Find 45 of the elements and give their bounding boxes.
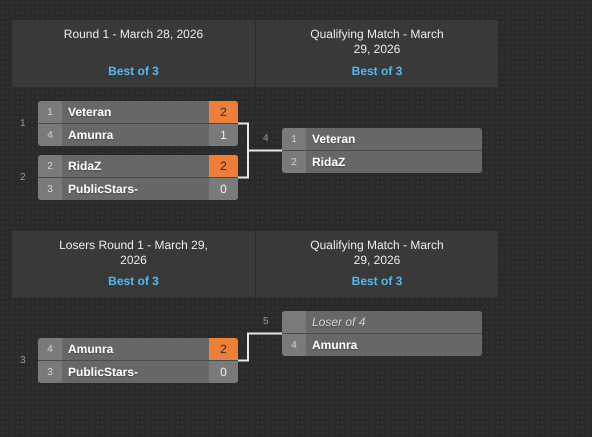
match-number: 3 bbox=[20, 355, 26, 367]
match-format: Best of 3 bbox=[108, 274, 159, 289]
seed-number: 1 bbox=[282, 128, 306, 150]
match-number: 5 bbox=[263, 316, 269, 328]
score: 0 bbox=[209, 178, 238, 200]
player-name: PublicStars- bbox=[62, 178, 209, 200]
seed-number: 4 bbox=[282, 334, 306, 356]
player-name: RidaZ bbox=[306, 151, 482, 173]
score: 2 bbox=[209, 338, 238, 360]
match-box bbox=[282, 128, 482, 173]
seed-number: 2 bbox=[38, 155, 62, 177]
match-box bbox=[282, 311, 482, 356]
placeholder-name: Loser of 4 bbox=[306, 311, 482, 333]
match-box bbox=[38, 338, 238, 383]
round-title: Losers Round 1 - March 29, 2026 bbox=[58, 238, 209, 268]
bracket-connector bbox=[238, 332, 282, 362]
score: 2 bbox=[209, 101, 238, 123]
round-title: Qualifying Match - March 29, 2026 bbox=[309, 238, 445, 268]
match-box bbox=[38, 155, 238, 200]
player-name: Veteran bbox=[306, 128, 482, 150]
bracket-connector bbox=[238, 150, 282, 178]
round-title: Qualifying Match - March 29, 2026 bbox=[309, 27, 445, 57]
seed-number: 3 bbox=[38, 361, 62, 383]
seed-number: 3 bbox=[38, 178, 62, 200]
player-name: PublicStars- bbox=[62, 361, 209, 383]
player-name: Amunra bbox=[62, 338, 209, 360]
match-format: Best of 3 bbox=[352, 274, 402, 289]
score: 2 bbox=[209, 155, 238, 177]
match-format: Best of 3 bbox=[352, 64, 402, 79]
seed-number: 4 bbox=[38, 338, 62, 360]
seed-number: 4 bbox=[38, 124, 62, 146]
round-title: Round 1 - March 28, 2026 bbox=[62, 27, 204, 42]
seed-number: 1 bbox=[38, 101, 62, 123]
seed-number: 2 bbox=[282, 151, 306, 173]
score: 0 bbox=[209, 361, 238, 383]
player-name: Amunra bbox=[62, 124, 209, 146]
player-name: Veteran bbox=[62, 101, 209, 123]
player-name: Amunra bbox=[306, 334, 482, 356]
match-number: 4 bbox=[263, 133, 269, 145]
match-box bbox=[38, 101, 238, 146]
match-number: 1 bbox=[20, 118, 26, 130]
match-format: Best of 3 bbox=[108, 64, 159, 79]
score: 1 bbox=[209, 124, 238, 146]
match-number: 2 bbox=[20, 172, 26, 184]
player-name: RidaZ bbox=[62, 155, 209, 177]
